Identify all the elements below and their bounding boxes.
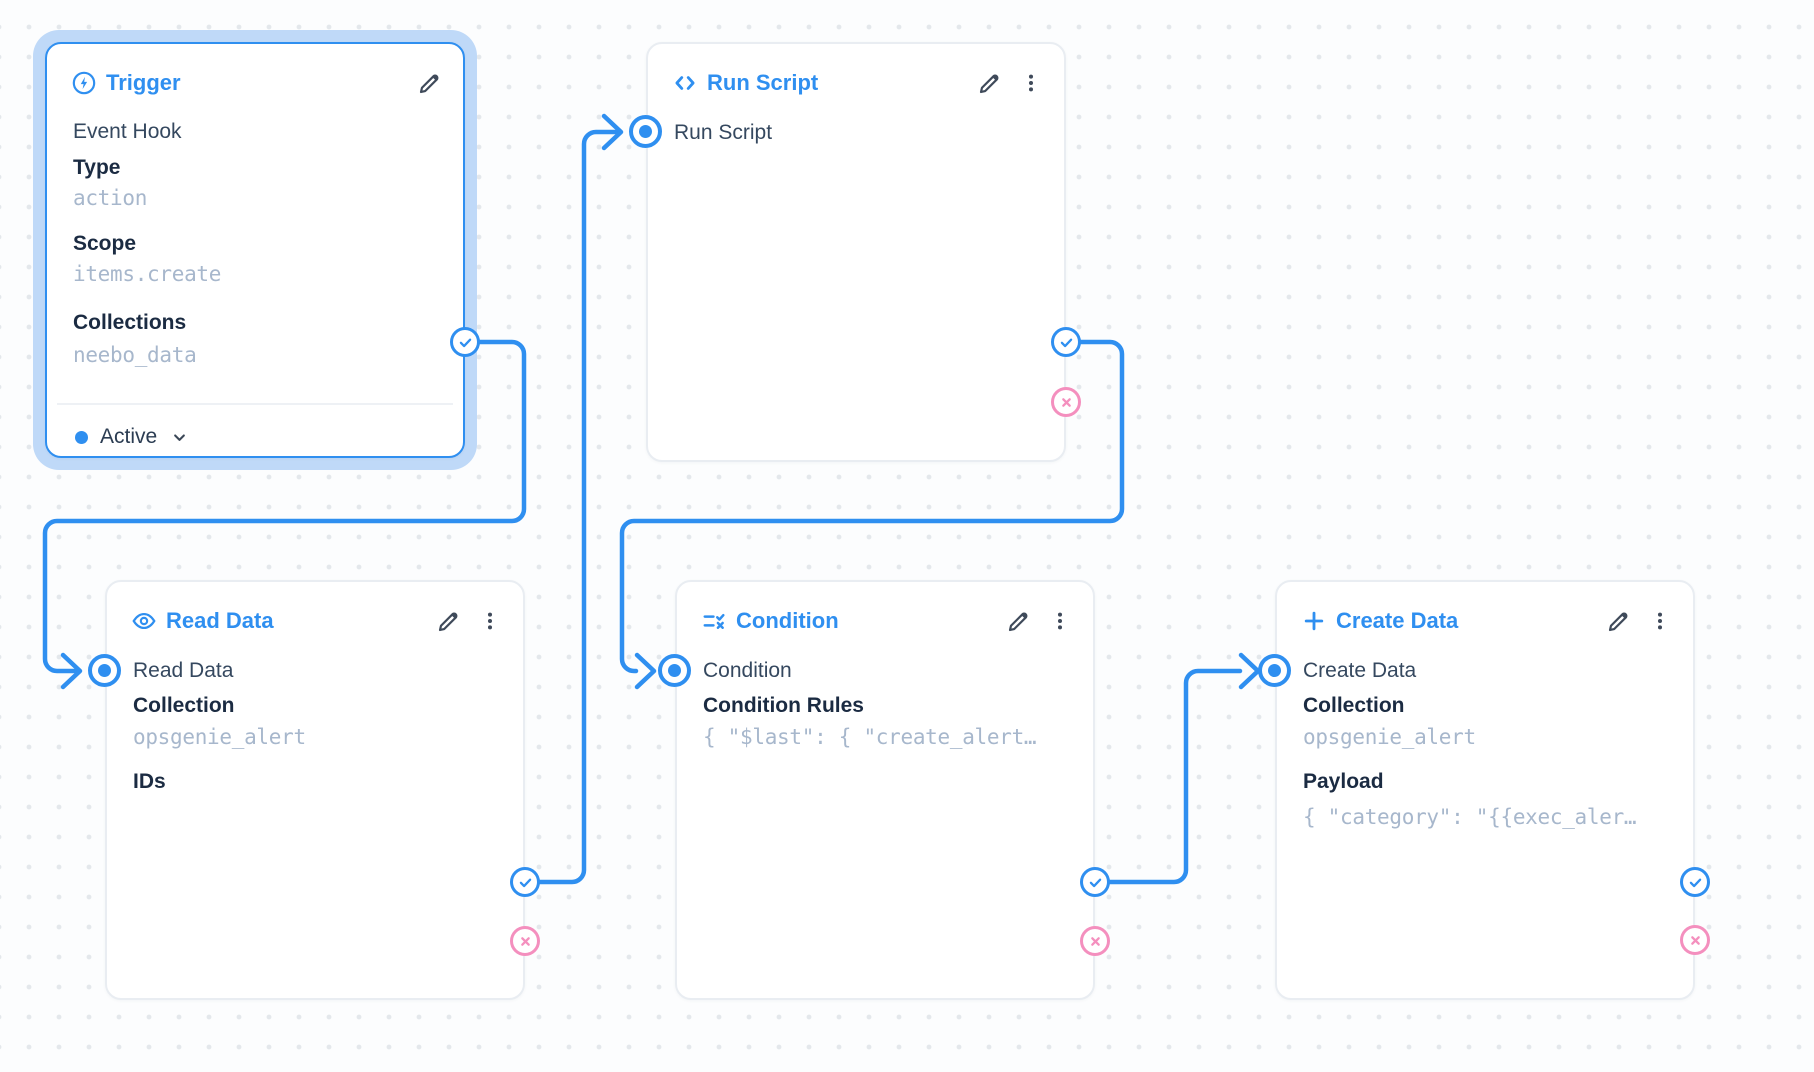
operation-name: Create Data: [1303, 659, 1417, 682]
node-header: Condition: [701, 608, 1071, 634]
create-data-input-connector[interactable]: [1258, 654, 1291, 687]
status-label: Active: [100, 425, 158, 448]
field-label: Scope: [73, 232, 137, 255]
eye-icon: [131, 608, 157, 634]
field-label: IDs: [133, 770, 166, 793]
rule-check-x-icon: [701, 608, 727, 634]
code-brackets-icon: [672, 70, 698, 96]
operation-name: Condition: [703, 659, 792, 682]
field-value: { "category": "{{exec_aler…: [1303, 805, 1637, 829]
field-label: Payload: [1303, 770, 1384, 793]
node-header: Read Data: [131, 608, 501, 634]
field-value: action: [73, 186, 148, 210]
plus-icon: [1301, 608, 1327, 634]
node-title: Trigger: [106, 70, 181, 95]
more-options-icon[interactable]: [1020, 72, 1042, 94]
run-script-input-connector[interactable]: [629, 115, 662, 148]
field-value: { "$last": { "create_alert…: [703, 725, 1037, 749]
create-data-resolve-connector[interactable]: [1680, 867, 1710, 897]
edit-icon[interactable]: [1606, 608, 1632, 634]
read-data-reject-connector[interactable]: [510, 926, 540, 956]
field-value: opsgenie_alert: [1303, 725, 1476, 749]
arrowhead-into-condition: [634, 652, 657, 690]
trigger-type-name: Event Hook: [73, 120, 182, 143]
node-run-script[interactable]: Run Script Run Script: [646, 42, 1066, 462]
operation-name: Run Script: [674, 121, 773, 144]
trigger-status-dropdown[interactable]: Active: [75, 422, 189, 452]
node-title: Read Data: [166, 608, 274, 633]
field-value: neebo_data: [73, 343, 197, 367]
read-data-input-connector[interactable]: [88, 654, 121, 687]
divider: [57, 403, 453, 405]
edge-condition-to-create-data: [1092, 668, 1243, 885]
condition-resolve-connector[interactable]: [1080, 867, 1110, 897]
chevron-down-icon: [170, 428, 189, 447]
node-title: Create Data: [1336, 608, 1459, 633]
run-script-reject-connector[interactable]: [1051, 387, 1081, 417]
node-read-data[interactable]: Read Data Read Data Collection opsgenie_…: [105, 580, 525, 1000]
run-script-resolve-connector[interactable]: [1051, 327, 1081, 357]
edit-icon[interactable]: [417, 70, 443, 96]
field-label: Collection: [133, 694, 235, 717]
edit-icon[interactable]: [977, 70, 1003, 96]
trigger-resolve-connector[interactable]: [450, 327, 480, 357]
field-label: Collections: [73, 311, 187, 334]
node-title: Condition: [736, 608, 839, 633]
edit-icon[interactable]: [436, 608, 462, 634]
field-label: Collection: [1303, 694, 1405, 717]
more-options-icon[interactable]: [1049, 610, 1071, 632]
node-header: Run Script: [672, 70, 1042, 96]
status-dot: [75, 430, 88, 444]
edit-icon[interactable]: [1006, 608, 1032, 634]
condition-reject-connector[interactable]: [1080, 926, 1110, 956]
node-header: Trigger: [71, 70, 441, 96]
node-title: Run Script: [707, 70, 819, 95]
node-trigger[interactable]: Trigger Event Hook Type action Scope ite…: [45, 42, 465, 458]
node-create-data[interactable]: Create Data Create Data Collection opsge…: [1275, 580, 1695, 1000]
arrowhead-into-run-script: [601, 113, 624, 151]
node-condition[interactable]: Condition Condition Condition Rules { "$…: [675, 580, 1095, 1000]
edge-read-data-to-run-script: [522, 129, 621, 885]
condition-input-connector[interactable]: [658, 654, 691, 687]
field-value: opsgenie_alert: [133, 725, 306, 749]
arrowhead-into-read-data: [60, 652, 83, 690]
field-label: Condition Rules: [703, 694, 864, 717]
operation-name: Read Data: [133, 659, 234, 682]
arrowhead-into-create-data: [1238, 652, 1261, 690]
more-options-icon[interactable]: [1649, 610, 1671, 632]
node-header: Create Data: [1301, 608, 1671, 634]
field-label: Type: [73, 156, 121, 179]
create-data-reject-connector[interactable]: [1680, 925, 1710, 955]
more-options-icon[interactable]: [479, 610, 501, 632]
bolt-circle-icon: [71, 70, 97, 96]
read-data-resolve-connector[interactable]: [510, 867, 540, 897]
field-value: items.create: [73, 262, 222, 286]
